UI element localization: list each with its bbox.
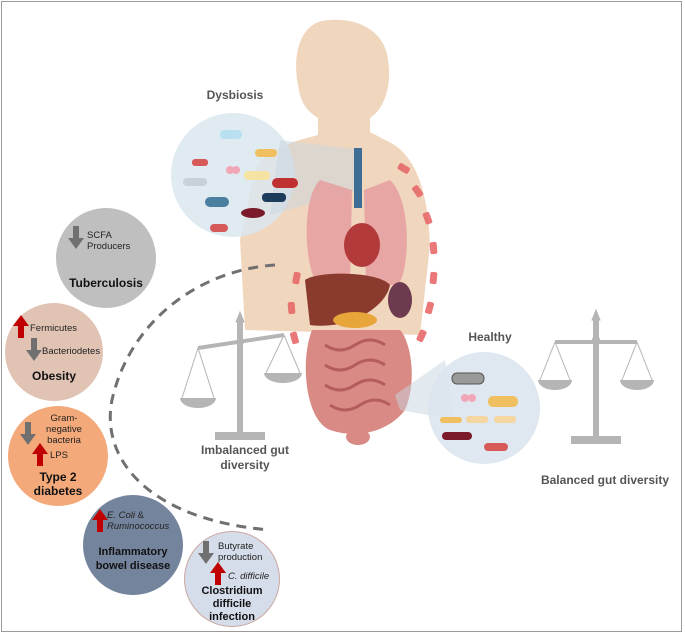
cdiff-circle: [184, 531, 280, 627]
dysbiosis-bacteria: [183, 130, 298, 232]
ibd-title: Inflammatory bowel disease: [95, 546, 171, 572]
cdiff-title: Clostridium difficile infection: [201, 585, 263, 623]
intestines-illustration: [305, 330, 412, 445]
dashed-arc: [108, 263, 276, 532]
fermicutes-label: Fermicutes: [30, 323, 77, 334]
dysbiosis-lens: [171, 113, 295, 237]
obesity-title: Obesity: [31, 369, 76, 383]
up-arrow-icon: [13, 315, 29, 338]
type2-title: Type 2 diabetes: [33, 470, 83, 498]
heart-illustration: [344, 223, 380, 267]
ruminococcus-label: Ruminococcus: [107, 521, 170, 532]
up-arrow-icon: [210, 562, 226, 585]
healthy-label: Healthy: [468, 330, 512, 344]
ecoli-label: E. Coli &: [107, 510, 182, 521]
scfa-label: SCFA Producers: [87, 230, 131, 252]
balanced-scale-illustration: [538, 308, 654, 444]
ampersand-text: &: [137, 510, 144, 521]
tuberculosis-circle: [56, 208, 156, 308]
healthy-lens: [428, 352, 540, 464]
up-arrow-icon: [92, 509, 108, 532]
dysbiosis-label: Dysbiosis: [206, 88, 264, 102]
up-arrow-icon: [32, 443, 48, 466]
butyrate-label: Butyrate production: [218, 541, 263, 563]
liver-illustration: [305, 273, 412, 328]
red-dash-arc: [287, 163, 438, 345]
down-arrow-icon: [198, 541, 214, 564]
gram-negative-label: Gram-negative bacteria: [46, 413, 82, 446]
down-arrow-icon: [20, 422, 36, 445]
down-arrow-icon: [68, 226, 84, 249]
imbalanced-scale-illustration: [180, 310, 302, 440]
type2-circle: [8, 406, 108, 506]
bacteriodetes-label: Bacteriodetes: [42, 346, 101, 357]
down-arrow-icon: [26, 338, 42, 361]
healthy-bacteria: [440, 372, 518, 451]
tuberculosis-title: Tuberculosis: [69, 276, 143, 290]
imbalanced-label: Imbalanced gut diversity: [200, 443, 289, 472]
ecoli-text: E. Coli: [107, 510, 135, 521]
cdifficile-label: C. difficile: [228, 571, 270, 582]
balanced-label: Balanced gut diversity: [540, 473, 670, 487]
lps-label: LPS: [50, 450, 68, 461]
